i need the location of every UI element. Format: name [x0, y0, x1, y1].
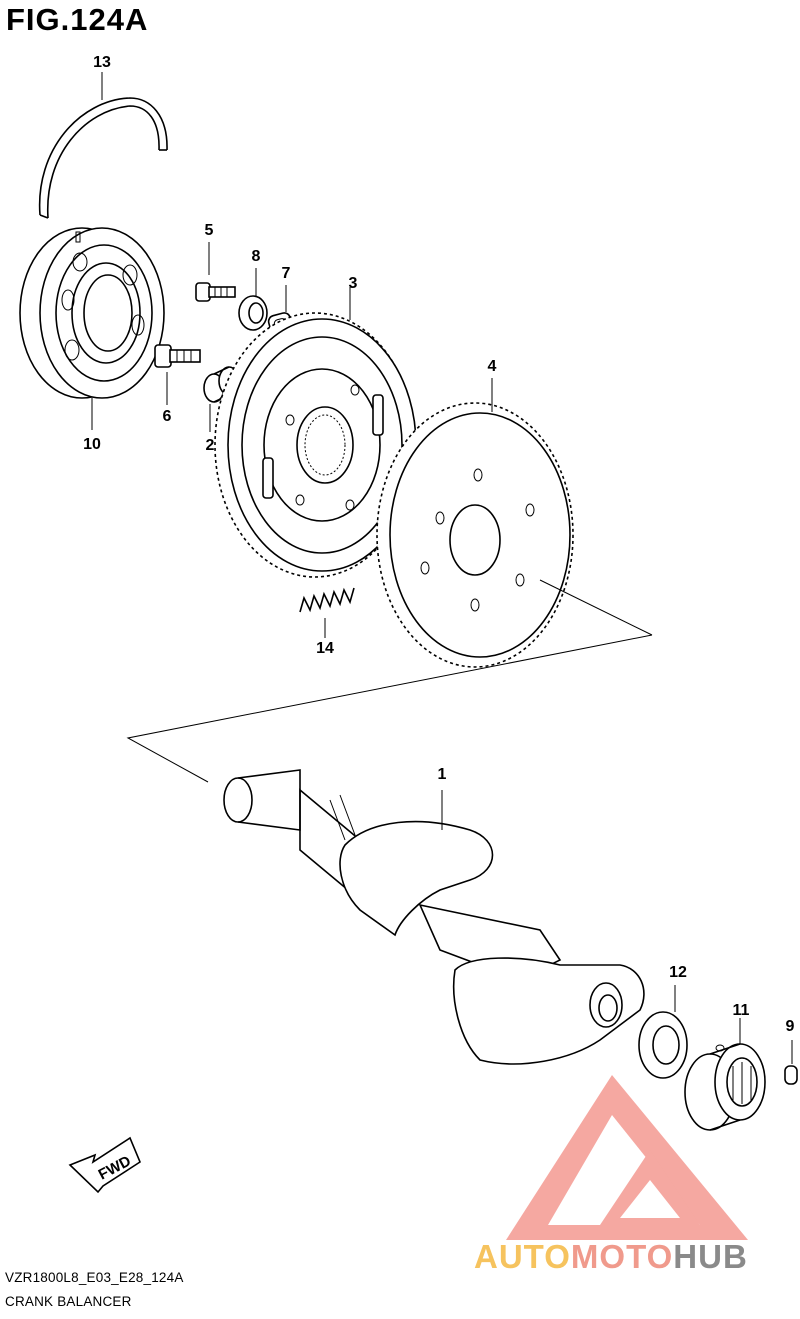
assembly-guide-line	[126, 579, 653, 783]
part-1-balancer-shaft	[223, 769, 645, 1065]
part-5-bolt	[195, 242, 236, 302]
callout-5: 5	[204, 222, 214, 239]
callout-13: 13	[93, 54, 111, 71]
watermark-logo	[506, 1075, 748, 1240]
callout-4: 4	[487, 358, 497, 375]
watermark-auto: AUTO	[474, 1238, 571, 1275]
fwd-arrow-icon: FWD	[68, 1136, 141, 1194]
part-8-washer	[238, 268, 268, 331]
part-14-spring	[299, 587, 355, 638]
figure-title: FIG.124A	[6, 2, 149, 37]
watermark-hub: HUB	[673, 1238, 748, 1275]
watermark-moto: MOTO	[570, 1238, 674, 1275]
watermark-brand: AUTOMOTOHUB	[474, 1238, 748, 1276]
callout-1: 1	[437, 766, 447, 783]
part-3-driven-gear	[214, 287, 417, 578]
part-12-washer	[638, 985, 688, 1079]
callout-14: 14	[316, 640, 334, 657]
part-9-pin	[784, 1040, 798, 1085]
callout-12: 12	[669, 964, 687, 981]
callout-6: 6	[162, 408, 172, 425]
callout-11: 11	[732, 1002, 750, 1019]
callout-9: 9	[785, 1018, 795, 1035]
callout-3: 3	[348, 275, 358, 292]
callout-8: 8	[251, 248, 261, 265]
figure-code: VZR1800L8_E03_E28_124A	[5, 1270, 184, 1285]
callout-2: 2	[205, 437, 215, 454]
callout-7: 7	[281, 265, 291, 282]
part-6-bolt	[154, 344, 201, 405]
part-13-circlip	[38, 72, 168, 219]
part-11-needle-bearing	[684, 1018, 766, 1131]
part-10-bearing	[19, 227, 165, 430]
callout-10: 10	[83, 436, 101, 453]
figure-name: CRANK BALANCER	[5, 1294, 132, 1309]
part-4-gear-plate	[376, 378, 574, 668]
